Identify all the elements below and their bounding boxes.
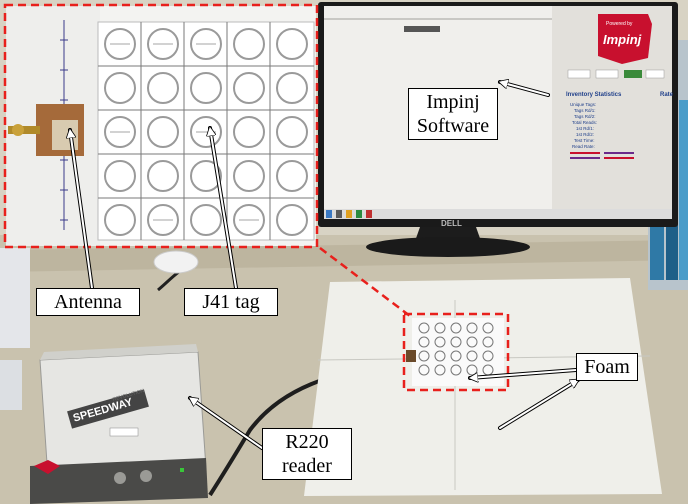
r220-reader: SPEEDWAY REVOLUTION xyxy=(30,344,208,504)
svg-text:1st Rd/1:: 1st Rd/1: xyxy=(576,126,594,131)
foam-board xyxy=(304,278,662,496)
svg-text:Powered by: Powered by xyxy=(606,21,633,27)
j41-tag-label: J41 tag xyxy=(184,288,278,316)
callout-arrows xyxy=(70,82,578,450)
svg-text:Tags Rd/1:: Tags Rd/1: xyxy=(574,108,596,113)
svg-text:Test Time:: Test Time: xyxy=(574,138,595,143)
svg-text:Total Reads:: Total Reads: xyxy=(572,120,597,125)
svg-text:Rate: Rate xyxy=(660,92,674,98)
svg-text:Tags Rd/2:: Tags Rd/2: xyxy=(574,114,596,119)
wall-papers xyxy=(0,248,30,410)
impinj-software-label: Impinj Software xyxy=(408,88,498,140)
svg-text:1st Rd/2:: 1st Rd/2: xyxy=(576,132,594,137)
foam-highlight-box xyxy=(402,312,510,392)
antenna-label: Antenna xyxy=(36,288,140,316)
inset-highlight-box xyxy=(3,3,319,249)
zoom-inset xyxy=(6,6,316,246)
foam-label: Foam xyxy=(576,353,638,381)
r220-reader-label: R220 reader xyxy=(262,428,352,480)
svg-text:Impinj: Impinj xyxy=(603,32,642,47)
statistics-panel: Inventory Statistics Rate Unique Tags: T… xyxy=(566,92,674,159)
svg-text:Read Rate:: Read Rate: xyxy=(572,144,595,149)
zoom-connector-line xyxy=(319,247,411,317)
impinj-logo: Powered by Impinj xyxy=(598,14,652,64)
monitor-brand: DELL xyxy=(441,219,462,228)
svg-text:Inventory Statistics: Inventory Statistics xyxy=(566,92,622,98)
mouse xyxy=(153,250,199,274)
svg-text:Unique Tags:: Unique Tags: xyxy=(570,102,596,107)
